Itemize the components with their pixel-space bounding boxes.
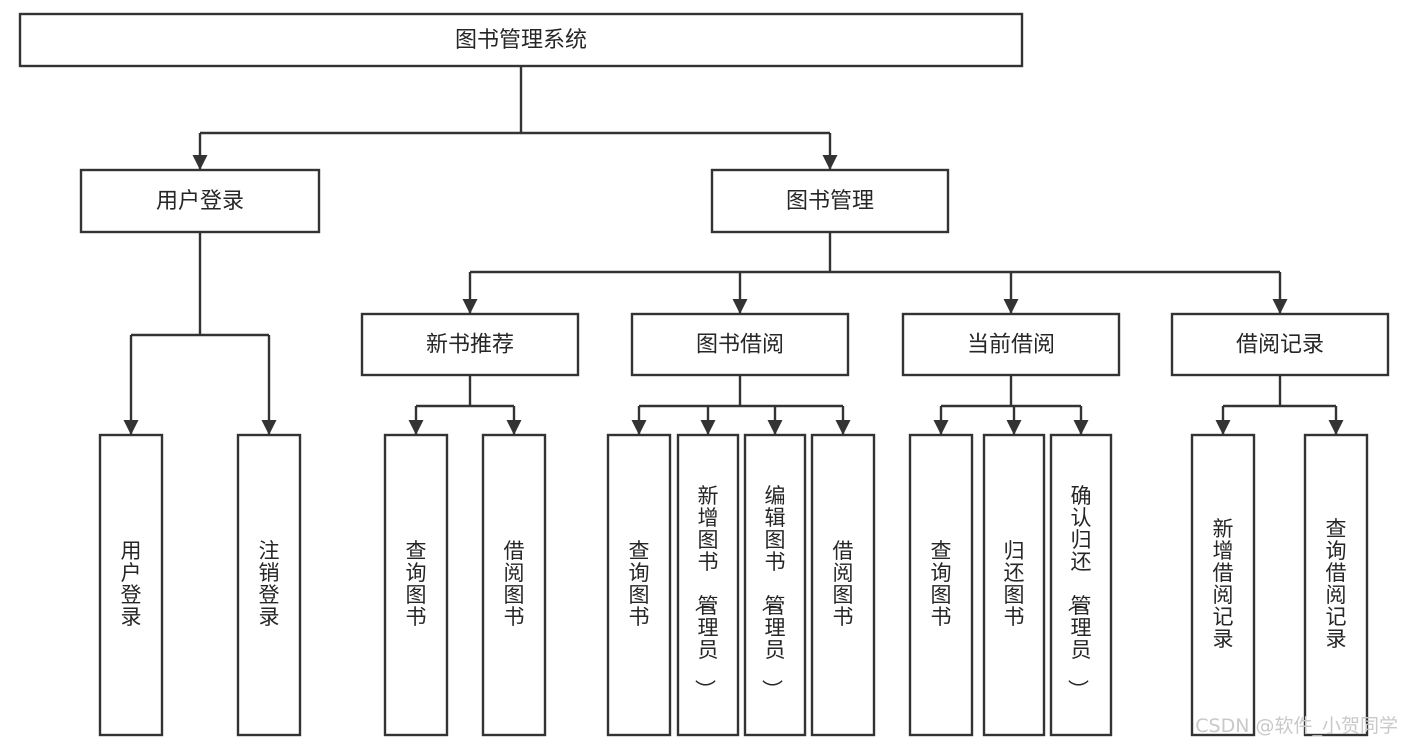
leaf-node-12-box[interactable] <box>1303 433 1369 737</box>
leaf-node-11-box[interactable] <box>1190 433 1256 737</box>
level3-node-3-box[interactable] <box>1170 312 1390 377</box>
csdn-watermark: CSDN @软件_小贺同学 <box>1195 715 1398 737</box>
arrow-head-icon <box>1215 420 1231 435</box>
level2-node-1[interactable]: 图书管理 <box>710 168 950 234</box>
level3-node-0-label: 新书推荐 <box>426 333 514 358</box>
arrow-head-icon <box>408 420 424 435</box>
leaf-node-0-label: 用户登录 <box>121 539 142 629</box>
root-node-0-label: 图书管理系统 <box>455 28 587 53</box>
leaf-node-7[interactable]: 借阅图书 <box>810 433 876 737</box>
root-node-0-box[interactable] <box>18 12 1024 68</box>
leaf-node-8-label: 查询图书 <box>931 539 952 629</box>
leaf-node-6[interactable]: 编辑图书（管理员） <box>743 433 807 737</box>
level3-node-3[interactable]: 借阅记录 <box>1170 312 1390 377</box>
leaf-node-10-label: 确认归还（管理员） <box>1066 484 1092 700</box>
level3-node-1-label: 图书借阅 <box>696 333 784 358</box>
node-layer: 图书管理系统用户登录图书管理新书推荐图书借阅当前借阅借阅记录用户登录注销登录查询… <box>18 12 1390 737</box>
leaf-node-4[interactable]: 查询图书 <box>606 433 672 737</box>
leaf-node-5-label: 新增图书（管理员） <box>693 484 719 700</box>
connector-layer <box>123 66 1344 435</box>
leaf-node-11-label: 新增借阅记录 <box>1213 517 1234 651</box>
leaf-node-8[interactable]: 查询图书 <box>908 433 974 737</box>
arrow-head-icon <box>1003 299 1019 314</box>
root-node-0[interactable]: 图书管理系统 <box>18 12 1024 68</box>
leaf-node-5-box[interactable] <box>676 433 740 737</box>
leaf-node-6-label: 编辑图书（管理员） <box>760 484 786 700</box>
arrow-head-icon <box>506 420 522 435</box>
leaf-node-10-box[interactable] <box>1049 433 1113 737</box>
arrow-head-icon <box>835 420 851 435</box>
level3-node-3-label: 借阅记录 <box>1236 333 1324 358</box>
leaf-node-2-label: 查询图书 <box>406 539 427 629</box>
leaf-node-9-label: 归还图书 <box>1004 539 1025 629</box>
level3-node-2[interactable]: 当前借阅 <box>901 312 1121 377</box>
leaf-node-4-box[interactable] <box>606 433 672 737</box>
arrow-head-icon <box>767 420 783 435</box>
level3-node-0[interactable]: 新书推荐 <box>360 312 580 377</box>
leaf-node-12[interactable]: 查询借阅记录 <box>1303 433 1369 737</box>
leaf-node-9[interactable]: 归还图书 <box>982 433 1046 737</box>
leaf-node-5[interactable]: 新增图书（管理员） <box>676 433 740 737</box>
arrow-head-icon <box>261 420 277 435</box>
leaf-node-4-label: 查询图书 <box>629 539 650 629</box>
level2-node-0-label: 用户登录 <box>156 189 244 214</box>
arrow-head-icon <box>462 299 478 314</box>
leaf-node-6-box[interactable] <box>743 433 807 737</box>
leaf-node-11[interactable]: 新增借阅记录 <box>1190 433 1256 737</box>
level2-node-0[interactable]: 用户登录 <box>79 168 321 234</box>
leaf-node-0-box[interactable] <box>98 433 164 737</box>
arrow-head-icon <box>933 420 949 435</box>
leaf-node-2-box[interactable] <box>383 433 449 737</box>
leaf-node-8-box[interactable] <box>908 433 974 737</box>
arrow-head-icon <box>192 155 208 170</box>
level2-node-1-label: 图书管理 <box>786 189 874 214</box>
leaf-node-9-box[interactable] <box>982 433 1046 737</box>
leaf-node-1-box[interactable] <box>236 433 302 737</box>
leaf-node-7-box[interactable] <box>810 433 876 737</box>
leaf-node-1[interactable]: 注销登录 <box>236 433 302 737</box>
leaf-node-1-label: 注销登录 <box>259 539 280 629</box>
leaf-node-10[interactable]: 确认归还（管理员） <box>1049 433 1113 737</box>
arrow-head-icon <box>1272 299 1288 314</box>
arrow-head-icon <box>1328 420 1344 435</box>
leaf-node-0[interactable]: 用户登录 <box>98 433 164 737</box>
level3-node-1-box[interactable] <box>630 312 850 377</box>
arrow-head-icon <box>822 155 838 170</box>
level2-node-1-box[interactable] <box>710 168 950 234</box>
leaf-node-3-box[interactable] <box>481 433 547 737</box>
level3-node-0-box[interactable] <box>360 312 580 377</box>
arrow-head-icon <box>732 299 748 314</box>
level2-node-0-box[interactable] <box>79 168 321 234</box>
level3-node-2-box[interactable] <box>901 312 1121 377</box>
arrow-head-icon <box>123 420 139 435</box>
arrow-head-icon <box>1073 420 1089 435</box>
arrow-head-icon <box>700 420 716 435</box>
level3-node-2-label: 当前借阅 <box>967 333 1055 358</box>
arrow-head-icon <box>1006 420 1022 435</box>
level3-node-1[interactable]: 图书借阅 <box>630 312 850 377</box>
leaf-node-2[interactable]: 查询图书 <box>383 433 449 737</box>
leaf-node-7-label: 借阅图书 <box>833 539 854 629</box>
leaf-node-3-label: 借阅图书 <box>504 539 525 629</box>
leaf-node-12-label: 查询借阅记录 <box>1326 517 1347 651</box>
leaf-node-3[interactable]: 借阅图书 <box>481 433 547 737</box>
arrow-head-icon <box>631 420 647 435</box>
